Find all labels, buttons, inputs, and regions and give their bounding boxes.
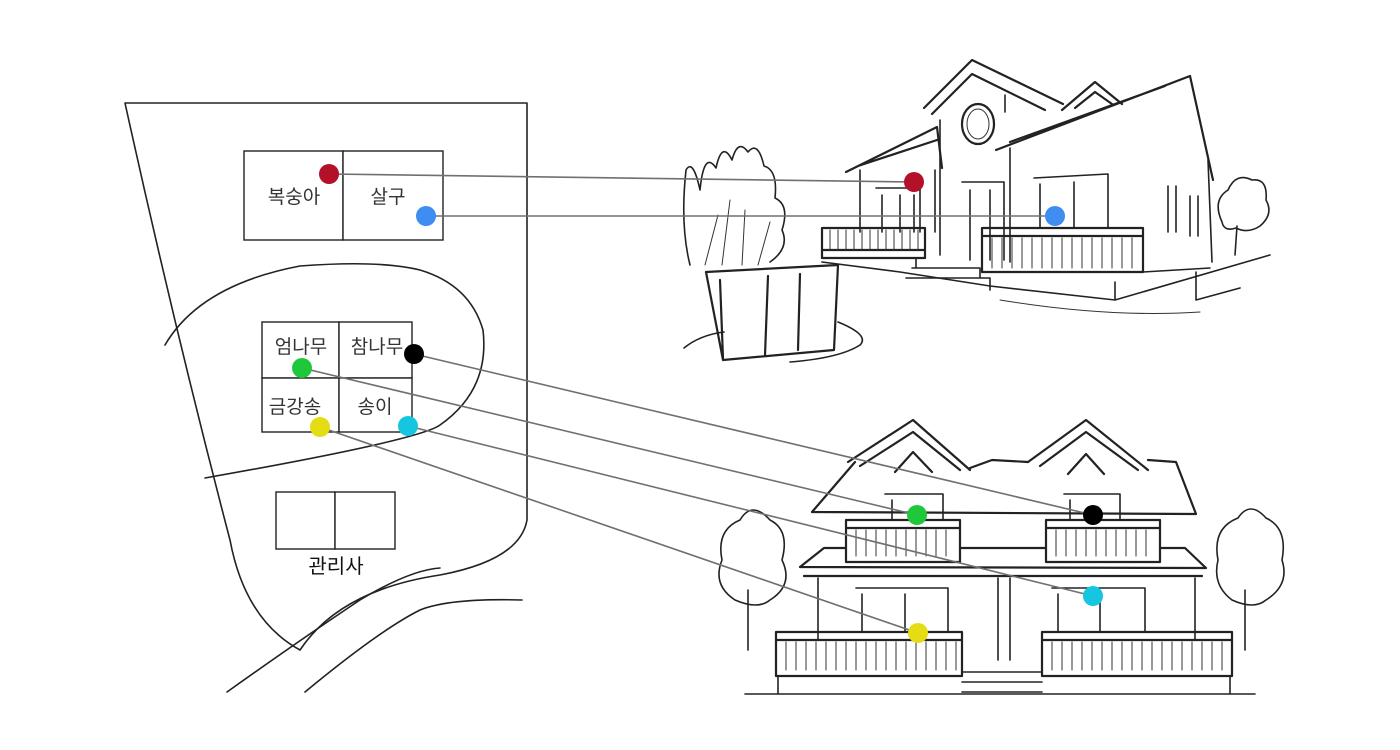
dot-boksunga-house: [904, 172, 924, 192]
office-cell-left: [275, 491, 336, 550]
right-wall: [1009, 147, 1213, 263]
upper-roof: [810, 458, 1198, 516]
house-sketch-bottom: [718, 418, 1285, 695]
room-geumgangsong-label: 금강송: [269, 396, 321, 418]
marker-dots: [292, 164, 1103, 643]
center-door: [961, 181, 1005, 261]
right-roof: [994, 74, 1215, 182]
connector-lines: [301, 173, 1094, 634]
porch-steps: [905, 257, 991, 291]
site-map: 복숭아 살구 엄나무 참나무 금강송 송이 관리사: [124, 102, 528, 693]
left-gable: [846, 418, 972, 474]
lower-right-deck-balusters: [1051, 641, 1223, 671]
left-porch-balusters: [829, 229, 919, 251]
lower-left-deck: [774, 630, 964, 678]
base-line: [744, 675, 1256, 695]
office-cell-right: [334, 491, 396, 550]
round-window: [960, 102, 996, 146]
left-wing-wall: [859, 169, 936, 233]
ground-line: [999, 299, 1201, 314]
bush-sketch: [682, 145, 786, 266]
dot-geumgangsong-map: [310, 417, 330, 437]
dot-geumgangsong-house: [908, 623, 928, 643]
access-road-right-edge: [304, 598, 523, 693]
dot-eomnamu-map: [292, 358, 312, 378]
office-label: 관리사: [308, 554, 363, 578]
building-peach-apricot: 복숭아 살구: [243, 150, 444, 241]
lower-walls: [817, 577, 1196, 661]
room-chamnamu-cell: [338, 321, 413, 379]
tree-left-bottom: [718, 509, 787, 651]
lower-left-door: [855, 587, 949, 633]
property-boundary: [124, 102, 528, 651]
link-songi: [407, 425, 1094, 597]
right-gable: [1026, 418, 1150, 476]
dot-songi-house: [1083, 586, 1103, 606]
dot-songi-map: [398, 416, 418, 436]
link-eomnamu: [301, 367, 918, 516]
round-window-inner: [966, 108, 990, 140]
left-porch-rail: [820, 226, 927, 260]
room-songi-label: 송이: [358, 396, 393, 418]
access-road-left-edge: [226, 567, 441, 693]
upper-left-window: [884, 493, 944, 521]
room-chamnamu-label: 참나무: [351, 336, 403, 358]
link-geumgangsong: [319, 426, 919, 634]
upper-right-balusters: [1055, 529, 1147, 557]
main-wall: [939, 94, 1006, 256]
dot-boksunga-map: [319, 164, 339, 184]
bush-stems: [704, 199, 771, 266]
house-sketch-top: [682, 58, 1271, 363]
room-boksunga-label: 복숭아: [268, 186, 320, 208]
room-eomnamu-label: 엄나무: [275, 336, 327, 358]
left-wing-roof: [844, 125, 944, 174]
main-gable: [922, 58, 1065, 116]
tree-right-bottom: [1215, 508, 1285, 651]
dot-salgu-map: [416, 206, 436, 226]
link-boksunga: [328, 173, 915, 183]
lower-right-deck: [1040, 630, 1234, 678]
link-chamnamu: [413, 353, 1094, 516]
room-salgu-label: 살구: [371, 186, 406, 208]
dot-chamnamu-map: [404, 344, 424, 364]
dot-chamnamu-house: [1083, 505, 1103, 525]
right-porch-balusters: [991, 237, 1133, 269]
center-steps: [961, 671, 1043, 693]
upper-right-balcony: [1044, 518, 1162, 564]
garden-wall: [704, 263, 840, 362]
tree-right-top: [1217, 176, 1270, 256]
ground-curve: [683, 321, 864, 363]
dot-eomnamu-house: [907, 505, 927, 525]
dot-salgu-house: [1045, 206, 1065, 226]
lower-eave: [798, 546, 1208, 578]
upper-left-balcony: [844, 518, 962, 564]
foundation: [821, 254, 1271, 301]
lower-left-deck-balusters: [785, 641, 957, 671]
garden-zone: [164, 262, 485, 479]
upper-left-balusters: [855, 529, 947, 557]
building-office: 관리사: [275, 491, 396, 578]
